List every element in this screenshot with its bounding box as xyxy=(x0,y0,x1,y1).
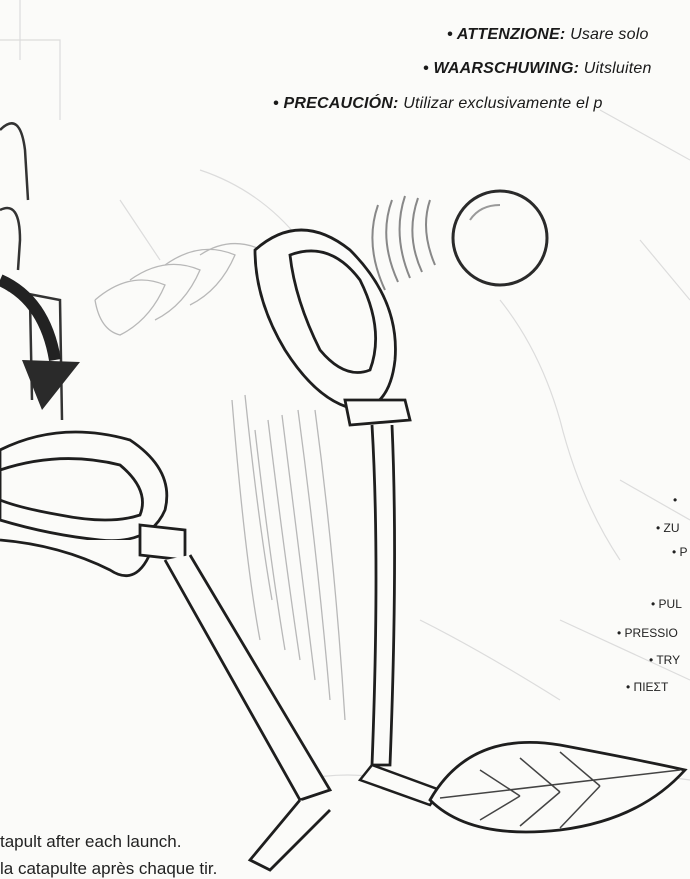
warning-text: Utilizar exclusivamente el p xyxy=(399,95,603,112)
warning-keyword: • PRECAUCIÓN: xyxy=(273,95,399,112)
warning-keyword: • ATTENZIONE: xyxy=(447,26,565,43)
side-label: • TRY xyxy=(649,653,680,667)
side-label: • P xyxy=(672,545,688,559)
side-label: • PUL xyxy=(651,597,682,611)
warning-it: • ATTENZIONE: Usare solo xyxy=(447,26,649,44)
side-label: • xyxy=(673,493,677,507)
warning-nl: • WAARSCHUWING: Uitsluiten xyxy=(423,60,652,78)
warning-text: Usare solo xyxy=(565,26,648,43)
side-label: • ZU xyxy=(656,521,680,535)
catapult-arm-rest xyxy=(0,432,330,870)
side-label: • ΠΙΕΣΤ xyxy=(626,680,668,694)
warning-es: • PRECAUCIÓN: Utilizar exclusivamente el… xyxy=(273,95,603,113)
side-label: • PRESSIO xyxy=(617,626,678,640)
instruction-line: la catapulte après chaque tir. xyxy=(0,859,217,879)
instruction-line: tapult after each launch. xyxy=(0,832,181,852)
warning-keyword: • WAARSCHUWING: xyxy=(423,60,579,77)
leaf-icon xyxy=(360,742,685,832)
warning-text: Uitsluiten xyxy=(579,60,651,77)
ball-icon xyxy=(372,191,547,290)
rotation-arrow-icon xyxy=(0,280,80,410)
